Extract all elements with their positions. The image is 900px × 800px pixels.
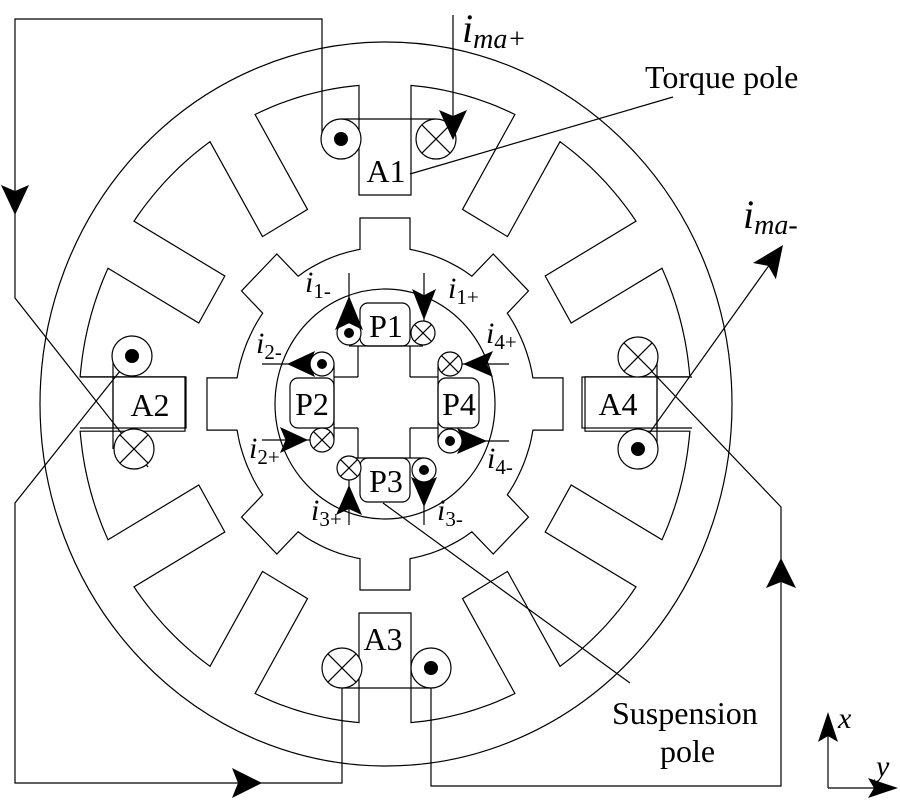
stator-inner-outline	[79, 84, 691, 724]
current-label-i2-minus: i2-	[256, 327, 282, 364]
wire-a1-a2	[14, 18, 323, 468]
coil-symbols	[111, 118, 659, 689]
current-into-page-icon	[437, 351, 463, 377]
wire-down-arrow-icon	[1, 185, 29, 215]
stator-outer-boundary	[39, 41, 733, 767]
i2-plus-arrow-icon	[280, 427, 308, 453]
current-label-ima-plus: ima+	[462, 6, 526, 55]
wire-right-arrow-icon	[232, 768, 262, 798]
i3-plus-arrow-icon	[336, 485, 362, 515]
current-out-of-page-icon	[437, 428, 463, 454]
current-out-of-page-icon	[411, 457, 437, 483]
torque-pole-coil-lines	[80, 118, 692, 689]
dot-mark	[317, 359, 327, 369]
cross-mark	[414, 324, 432, 342]
i3-minus-arrow-icon	[411, 477, 437, 507]
inner-suspension-stator-circle	[274, 288, 496, 520]
dot-mark	[419, 465, 429, 475]
current-label-i3-minus: i3-	[437, 494, 463, 531]
i1-minus-arrow-icon	[335, 296, 363, 330]
x-axis-arrow-icon	[818, 712, 838, 742]
current-into-page-icon	[415, 118, 457, 160]
torque-pole-annotation: Torque pole	[645, 59, 798, 95]
pole-label-a4: A4	[598, 386, 637, 422]
i2-minus-arrow-icon	[287, 351, 315, 377]
pole-label-a2: A2	[130, 387, 169, 423]
current-into-page-icon	[309, 427, 335, 453]
suspension-pole-annotation-line1: Suspension	[612, 695, 758, 731]
cross-mark	[441, 355, 459, 373]
pole-label-p1: P1	[369, 308, 403, 344]
current-label-i3-plus: i3+	[311, 494, 342, 531]
cross-mark	[340, 459, 358, 477]
current-label-i4-minus: i4-	[487, 442, 513, 479]
cross-mark	[119, 434, 149, 464]
current-out-of-page-icon	[410, 647, 452, 689]
pole-label-p4: P4	[442, 386, 476, 422]
cross-mark	[421, 124, 451, 154]
current-into-page-icon	[410, 320, 436, 346]
dot-mark	[125, 349, 139, 363]
current-label-i4-plus: i4+	[486, 317, 517, 354]
pole-label-p2: P2	[295, 386, 329, 422]
dot-mark	[424, 661, 438, 675]
current-label-ima-minus: ima-	[743, 192, 798, 241]
cross-mark	[623, 342, 653, 372]
current-label-i1-plus: i1+	[448, 272, 479, 309]
pole-label-a1: A1	[366, 153, 405, 189]
dot-mark	[344, 328, 354, 338]
y-axis-arrow-icon	[868, 778, 898, 798]
cross-mark	[327, 653, 357, 683]
current-out-of-page-icon	[320, 118, 362, 160]
axis-label-y: y	[873, 750, 890, 783]
ima-plus-arrow-icon	[439, 110, 467, 140]
current-out-of-page-icon	[111, 335, 153, 377]
current-label-i2-plus: i2+	[249, 432, 280, 469]
suspension-cross-core	[334, 346, 438, 458]
torque-pole-leader	[409, 96, 674, 175]
current-arrows	[1, 110, 898, 798]
i4-plus-arrow-icon	[463, 351, 493, 377]
wire-ima-minus	[637, 249, 781, 450]
current-into-page-icon	[617, 336, 659, 378]
rotor-outline	[206, 217, 564, 591]
ima-minus-arrow-icon	[753, 245, 783, 280]
current-out-of-page-icon	[617, 428, 659, 470]
pole-label-p3: P3	[369, 463, 403, 499]
current-into-page-icon	[113, 428, 155, 470]
i4-minus-arrow-icon	[457, 428, 487, 454]
dot-mark	[445, 436, 455, 446]
current-out-of-page-icon	[309, 351, 335, 377]
suspension-pole-annotation-line2: pole	[660, 733, 715, 769]
i1-plus-arrow-icon	[412, 289, 436, 320]
axis-label-x: x	[837, 702, 852, 735]
suspension-coils	[289, 302, 480, 503]
wire-a3-a4	[430, 356, 782, 787]
current-into-page-icon	[336, 455, 362, 481]
current-label-i1-minus: i1-	[305, 266, 331, 303]
cross-mark	[313, 431, 331, 449]
pole-label-a3: A3	[363, 621, 402, 657]
suspension-pole-leader	[382, 502, 631, 684]
dot-mark	[631, 442, 645, 456]
wire-a2-a3	[14, 355, 343, 784]
dot-mark	[334, 132, 348, 146]
current-into-page-icon	[321, 647, 363, 689]
wire-up-arrow-icon	[766, 558, 796, 588]
